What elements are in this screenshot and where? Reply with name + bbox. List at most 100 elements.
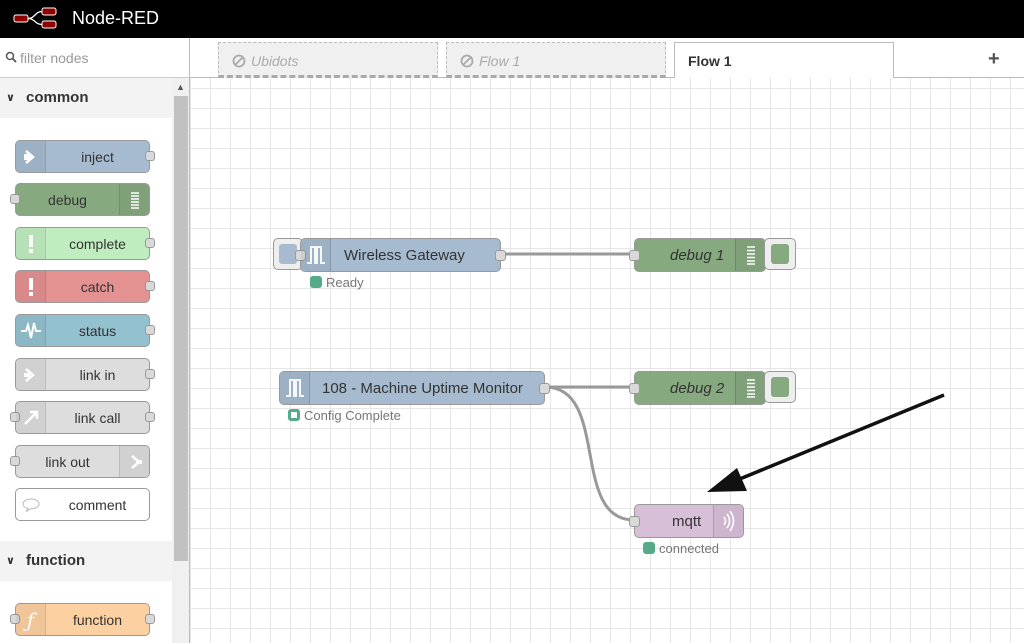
square-wave-icon	[301, 239, 331, 271]
palette-node-comment[interactable]: comment	[15, 488, 150, 521]
debug-lines-icon	[735, 239, 765, 271]
square-wave-icon	[280, 372, 310, 404]
input-port[interactable]	[295, 250, 306, 261]
flow-canvas[interactable]: Wireless Gateway Ready debug 1 108 - Mac…	[190, 78, 1024, 643]
disabled-ban-icon	[232, 54, 246, 68]
output-port[interactable]	[145, 614, 155, 624]
input-port[interactable]	[10, 194, 20, 204]
status-text: connected	[659, 541, 719, 556]
category-label: function	[26, 552, 86, 569]
input-port[interactable]	[10, 412, 20, 422]
add-tab-button[interactable]: +	[988, 48, 1000, 70]
category-header-function[interactable]: ∨ function	[0, 541, 172, 581]
node-label: 108 - Machine Uptime Monitor	[322, 380, 523, 397]
workspace-tabs: Ubidots Flow 1 Flow 1 +	[190, 38, 1024, 79]
link-in-icon	[16, 359, 46, 390]
status-dot-icon	[643, 542, 655, 554]
button-fill	[771, 377, 789, 397]
input-port[interactable]	[629, 516, 640, 527]
speech-bubble-icon	[16, 489, 46, 520]
broadcast-icon	[713, 505, 743, 537]
output-port[interactable]	[539, 383, 550, 394]
debug-lines-icon	[119, 184, 149, 215]
palette-node-debug[interactable]: debug	[10, 183, 150, 216]
chevron-down-icon: ∨	[6, 555, 15, 567]
link-out-icon	[119, 446, 149, 477]
input-port[interactable]	[629, 383, 640, 394]
palette-node-label: inject	[81, 149, 114, 165]
link-call-icon	[16, 402, 46, 433]
status-ring-icon	[288, 409, 300, 421]
tab-flow-1-active[interactable]: Flow 1	[674, 42, 894, 79]
disabled-ban-icon	[460, 54, 474, 68]
flow-node-debug-1[interactable]: debug 1	[629, 238, 766, 272]
category-header-common[interactable]: ∨ common	[0, 78, 172, 118]
node-label: debug 2	[670, 380, 725, 397]
tab-label: Ubidots	[251, 53, 299, 69]
category-content-common: inject debug complete	[0, 118, 172, 541]
palette-node-label: function	[72, 612, 123, 628]
palette-node-label: link call	[74, 410, 121, 426]
category-label: common	[26, 89, 89, 106]
output-port[interactable]	[145, 369, 155, 379]
palette-scrollbar[interactable]: ▲	[172, 78, 189, 643]
palette-node-function[interactable]: ƒ function	[10, 603, 155, 636]
input-port[interactable]	[629, 250, 640, 261]
palette-node-link-out[interactable]: link out	[10, 445, 150, 478]
flow-node-mqtt[interactable]: mqtt	[629, 504, 744, 538]
button-fill	[771, 244, 789, 264]
button-fill	[279, 244, 297, 264]
output-port[interactable]	[145, 151, 155, 161]
pulse-icon	[16, 315, 46, 346]
node-label: debug 1	[670, 247, 725, 264]
node-palette: ∨ common inject debug	[0, 38, 190, 643]
palette-node-label: comment	[68, 497, 127, 513]
output-port[interactable]	[495, 250, 506, 261]
palette-node-complete[interactable]: complete	[15, 227, 155, 260]
scroll-up-arrow-icon[interactable]: ▲	[176, 82, 185, 92]
debug-toggle-button[interactable]	[764, 238, 796, 270]
flow-node-wireless-gateway[interactable]: Wireless Gateway	[295, 238, 506, 272]
node-label: Wireless Gateway	[344, 247, 465, 264]
tab-label: Flow 1	[479, 53, 521, 69]
flow-node-machine-uptime-monitor[interactable]: 108 - Machine Uptime Monitor	[279, 371, 550, 405]
scrollbar-thumb[interactable]	[174, 96, 188, 561]
output-port[interactable]	[145, 325, 155, 335]
app-title: Node-RED	[72, 8, 160, 28]
exclamation-icon	[16, 271, 46, 302]
filter-nodes-input[interactable]	[20, 47, 185, 69]
palette-node-link-call[interactable]: link call	[10, 401, 155, 434]
input-port[interactable]	[10, 614, 20, 624]
output-port[interactable]	[145, 281, 155, 291]
tab-flow-1-disabled[interactable]: Flow 1	[446, 42, 666, 78]
search-icon	[5, 51, 17, 63]
palette-node-label: link out	[45, 454, 90, 470]
flow-node-debug-2[interactable]: debug 2	[629, 371, 766, 405]
palette-body: ∨ common inject debug	[0, 78, 172, 643]
palette-node-label: status	[78, 323, 117, 339]
function-icon: ƒ	[16, 604, 46, 635]
palette-search	[0, 38, 189, 78]
palette-node-label: catch	[80, 279, 115, 295]
inject-trigger-button[interactable]	[273, 238, 303, 270]
input-port[interactable]	[10, 456, 20, 466]
output-port[interactable]	[145, 412, 155, 422]
status-text: Config Complete	[304, 408, 401, 423]
palette-node-link-in[interactable]: link in	[15, 358, 155, 391]
status-dot-icon	[310, 276, 322, 288]
palette-node-status[interactable]: status	[15, 314, 155, 347]
app-header: Node-RED	[0, 0, 1024, 38]
palette-node-label: complete	[69, 236, 126, 252]
palette-node-label: link in	[79, 367, 116, 383]
node-label: mqtt	[672, 513, 702, 530]
palette-node-catch[interactable]: catch	[15, 270, 155, 303]
output-port[interactable]	[145, 238, 155, 248]
tab-ubidots[interactable]: Ubidots	[218, 42, 438, 78]
wires-layer	[501, 252, 635, 522]
exclamation-icon	[16, 228, 46, 259]
chevron-down-icon: ∨	[6, 92, 15, 104]
palette-node-inject[interactable]: inject	[15, 140, 155, 173]
debug-toggle-button[interactable]	[764, 371, 796, 403]
status-text: Ready	[326, 275, 364, 290]
debug-lines-icon	[735, 372, 765, 404]
